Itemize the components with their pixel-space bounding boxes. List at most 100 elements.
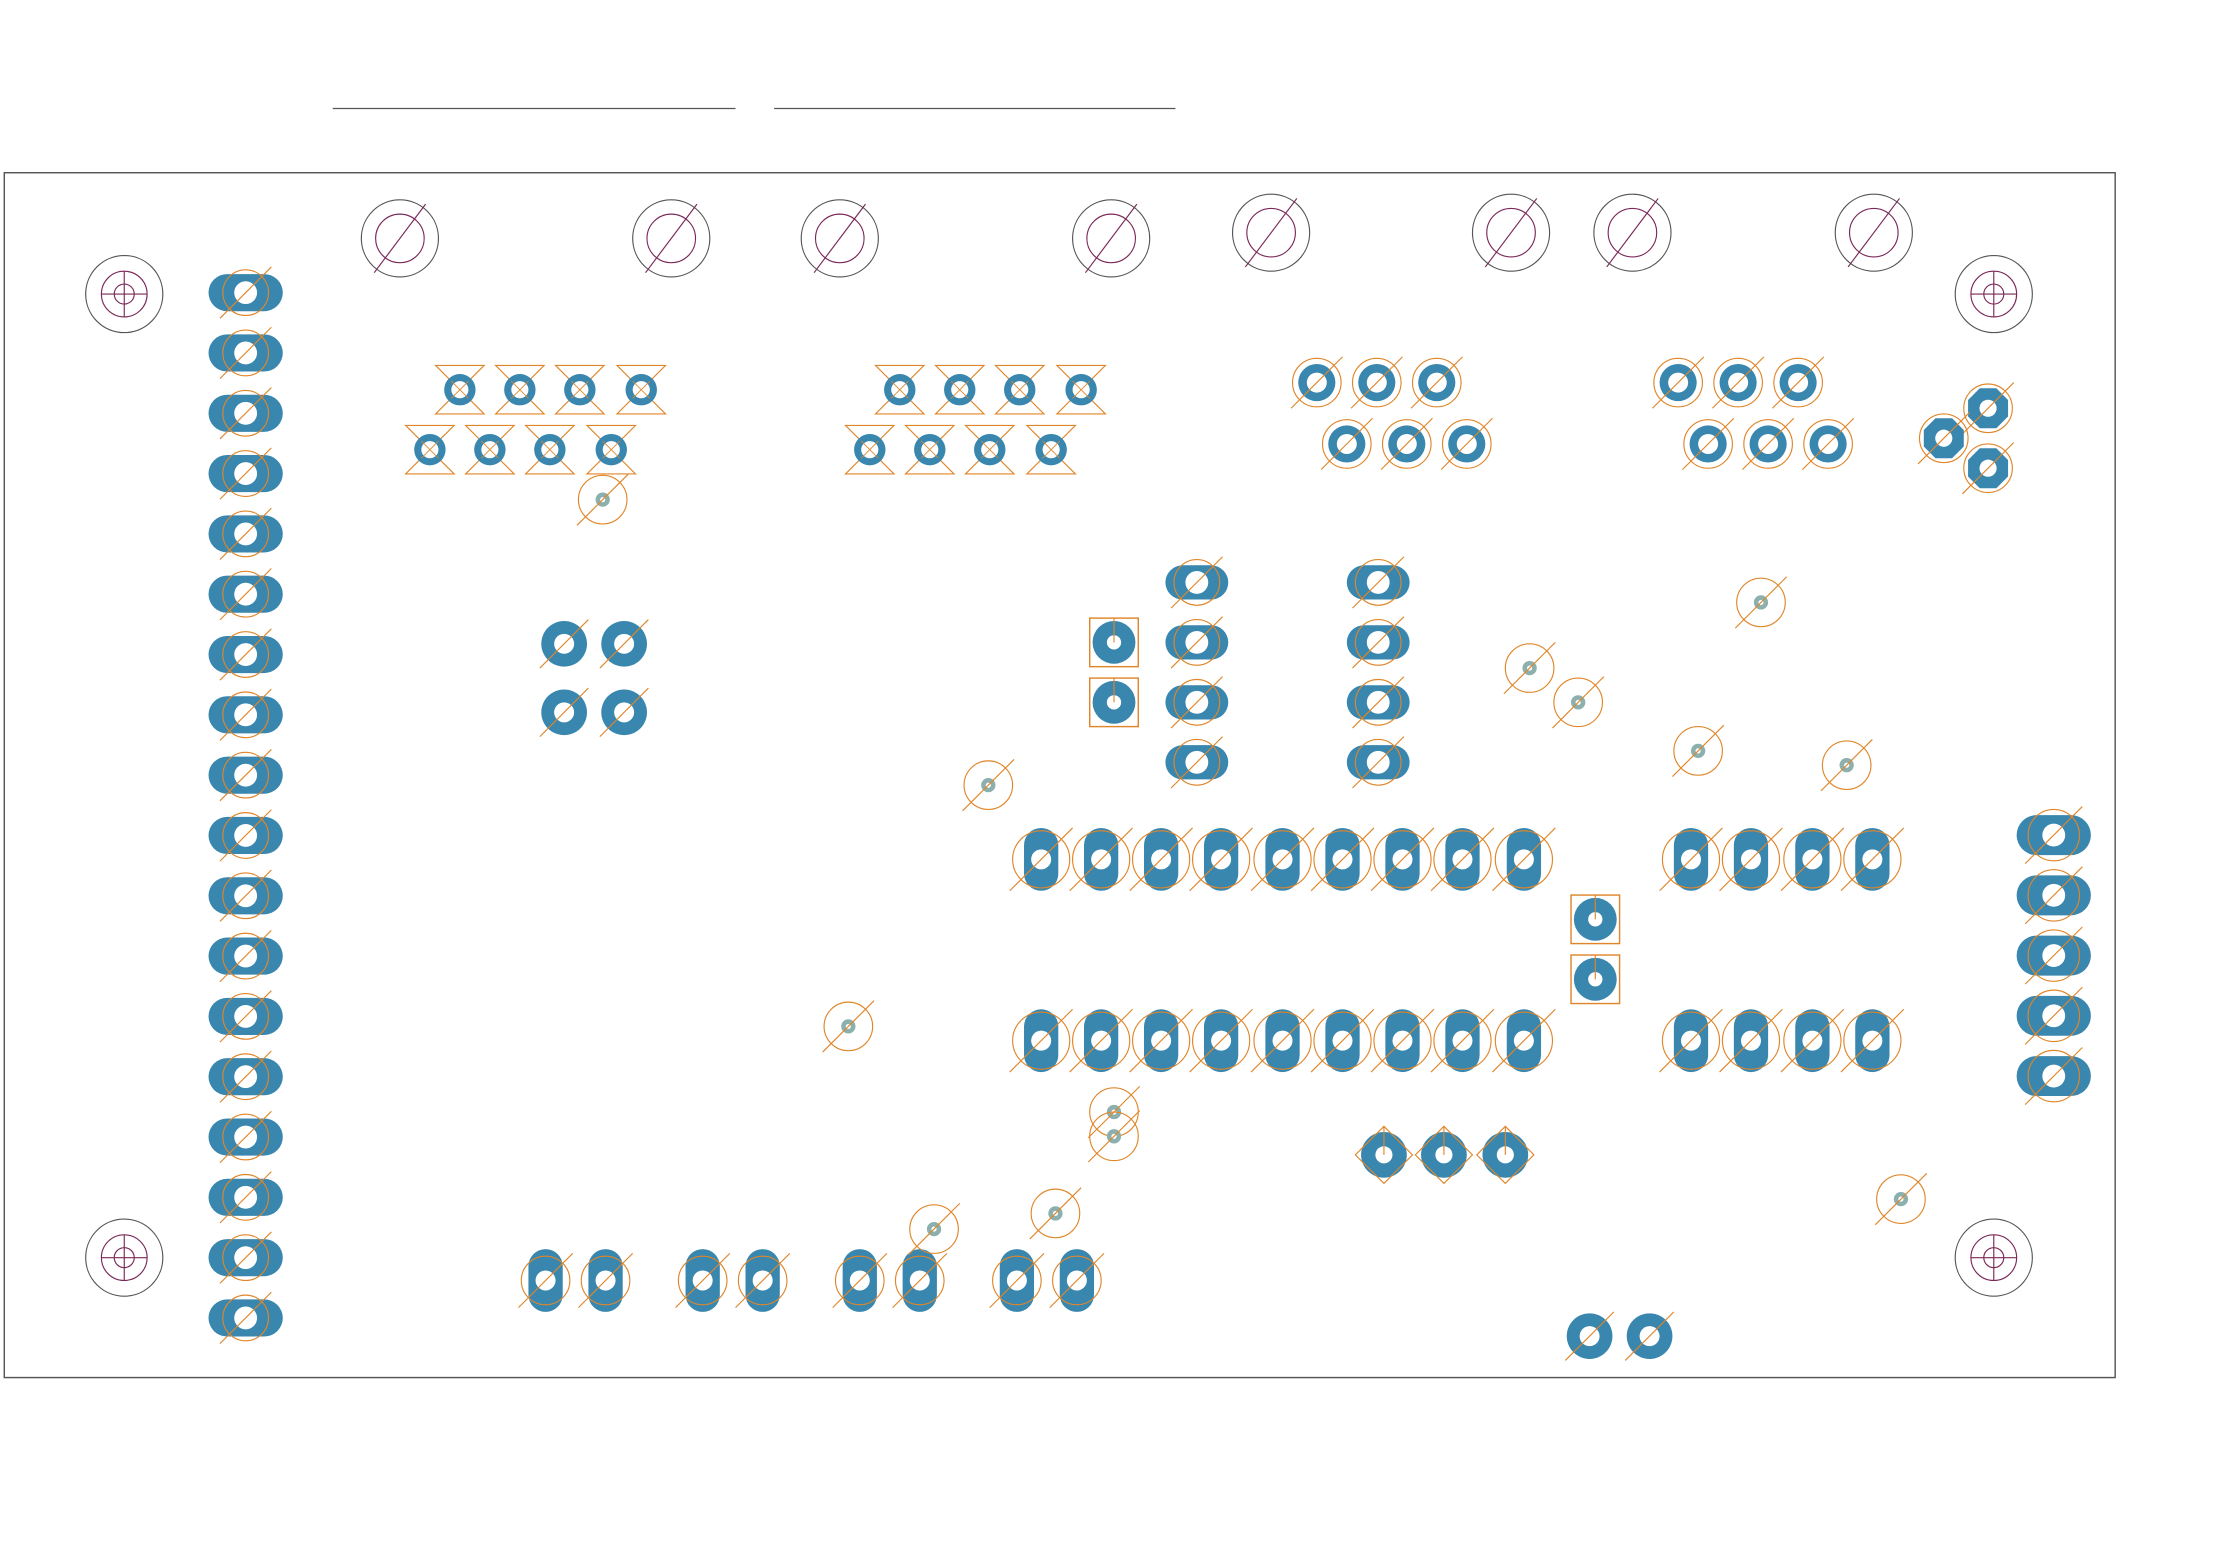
- slash-mark: [1170, 676, 1223, 729]
- slash-mark: [1170, 616, 1223, 669]
- oval-pad: [1430, 827, 1495, 892]
- via: [1874, 1173, 1928, 1226]
- hourglass-pad: [1025, 424, 1077, 475]
- via: [1029, 1187, 1082, 1240]
- slash-mark: [1129, 1008, 1193, 1073]
- hourglass-pad: [934, 364, 986, 415]
- round-pad: [1742, 417, 1795, 471]
- oval-pad: [2016, 986, 2091, 1045]
- slash-mark: [1069, 1008, 1133, 1073]
- silk-circle: [1354, 678, 1402, 726]
- hole-inner: [646, 213, 697, 264]
- silk-diamond: [1354, 1125, 1414, 1185]
- slash-mark: [539, 619, 589, 669]
- mounting-hole: [85, 1218, 164, 1297]
- slash-mark: [1492, 1008, 1556, 1073]
- slash-mark: [1350, 356, 1403, 409]
- silk-circle: [1783, 830, 1842, 889]
- slash-mark: [1874, 1173, 1928, 1226]
- oval-pad: [1189, 1008, 1253, 1073]
- silk-circle: [1291, 357, 1342, 408]
- slash-icon: [813, 203, 866, 273]
- silk-circle: [1072, 830, 1131, 889]
- silk-circle: [1803, 419, 1853, 469]
- via: [1087, 1110, 1141, 1163]
- slash-mark: [1189, 1008, 1253, 1073]
- silk-circle: [1191, 830, 1251, 889]
- slash-mark: [219, 568, 272, 621]
- vias: [576, 473, 1928, 1256]
- slash-mark: [1049, 1252, 1105, 1309]
- silk-circle: [1433, 830, 1492, 889]
- silk-circle: [222, 510, 270, 558]
- drill-hole: [1106, 695, 1122, 710]
- slash-mark: [2024, 1047, 2083, 1106]
- silk-circle: [1653, 357, 1703, 408]
- octagon-pad: [1917, 412, 1970, 465]
- silk-circle: [1843, 830, 1902, 889]
- oval-pad: [208, 1050, 283, 1103]
- silk-circle: [222, 570, 270, 618]
- silk-circle: [823, 1001, 874, 1052]
- silk-circle: [1721, 830, 1781, 889]
- slash-mark: [1352, 616, 1405, 669]
- diamond-pad: [1414, 1125, 1474, 1185]
- round-pad: [539, 619, 589, 669]
- round-pad: [1652, 356, 1705, 409]
- slash-mark: [1189, 827, 1253, 892]
- oval-pad: [208, 447, 283, 500]
- silk-circle: [1173, 738, 1221, 786]
- oval-pad: [208, 1171, 283, 1224]
- oval-pad: [208, 809, 283, 862]
- mounting-holes: [85, 254, 2033, 1297]
- slash-mark: [962, 759, 1015, 812]
- oval-pad: [208, 568, 283, 621]
- oval-pad: [208, 929, 283, 983]
- slash-mark: [219, 1171, 272, 1224]
- oval-pad: [1780, 1008, 1845, 1073]
- hourglass-pad: [434, 364, 486, 415]
- x-mark: [481, 440, 499, 459]
- slash-mark: [1917, 412, 1970, 465]
- silk-circle: [1743, 419, 1793, 469]
- silk-circle: [1072, 1011, 1131, 1070]
- slash-mark: [1320, 417, 1373, 471]
- silk-circle: [1253, 1011, 1312, 1070]
- x-mark: [451, 380, 469, 399]
- oval-pad: [1719, 1008, 1783, 1073]
- slash-mark: [219, 1110, 272, 1164]
- hole-outer: [632, 199, 711, 278]
- round-pad: [1440, 417, 1493, 471]
- oval-pad: [1492, 1008, 1556, 1073]
- via: [822, 1000, 875, 1053]
- via: [1734, 576, 1788, 629]
- silk-circle: [1773, 357, 1823, 408]
- slash-mark: [1310, 827, 1375, 892]
- slash-mark: [1503, 641, 1556, 695]
- x-mark: [890, 380, 909, 399]
- unplated-hole: [800, 199, 879, 278]
- oval-pad: [1719, 827, 1783, 892]
- silk-circle: [1052, 1255, 1102, 1306]
- oval-pad: [208, 688, 283, 741]
- silk-circle: [1354, 738, 1402, 786]
- slash-mark: [219, 688, 272, 741]
- silk-circle: [222, 1294, 270, 1342]
- slash-mark: [1742, 417, 1795, 471]
- round-pad: [1380, 417, 1433, 471]
- x-mark: [860, 440, 879, 459]
- oval-pad: [208, 749, 283, 802]
- oval-pad: [1780, 827, 1845, 892]
- slash-mark: [1719, 827, 1783, 892]
- oval-pad: [2016, 806, 2091, 865]
- silk-circle: [1131, 1011, 1191, 1070]
- slash-mark: [1380, 417, 1433, 471]
- silk-circle: [1843, 1011, 1902, 1070]
- hole-outer: [1231, 193, 1311, 272]
- silk-circle: [1191, 1011, 1251, 1070]
- oval-pad: [208, 628, 283, 681]
- silk-circle: [1321, 419, 1372, 469]
- via: [576, 473, 629, 526]
- slash-mark: [1440, 417, 1493, 471]
